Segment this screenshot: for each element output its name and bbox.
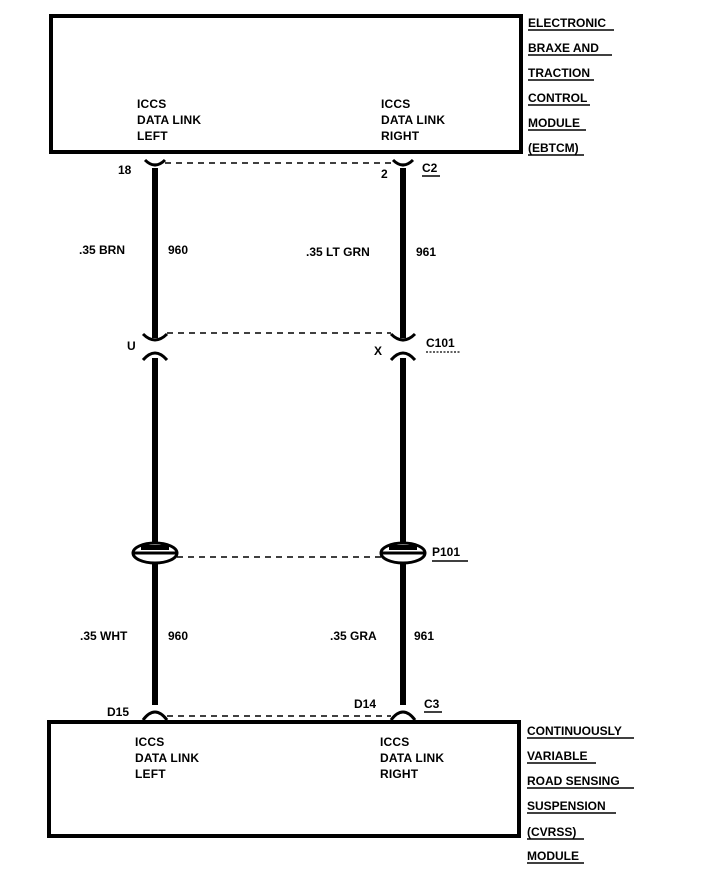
cvrss-name-line: SUSPENSION — [527, 799, 606, 813]
pin-label-line: RIGHT — [380, 767, 419, 781]
ebtcm-right-pin-label: ICCS DATA LINK RIGHT — [381, 97, 445, 143]
cvrss-right-terminal: D14 — [354, 697, 376, 711]
pin-label-line: ICCS — [135, 735, 164, 749]
c101-left-terminal: U — [127, 339, 136, 353]
cvrss-connector-id: C3 — [424, 697, 440, 711]
cvrss-name-line: CONTINUOUSLY — [527, 724, 622, 738]
wire-lower-left-gauge-color: .35 WHT — [80, 629, 128, 643]
ebtcm-name-line: (EBTCM) — [528, 141, 579, 155]
wire-upper-right-gauge-color: .35 LT GRN — [306, 245, 370, 259]
cvrss-left-pin-label: ICCS DATA LINK LEFT — [135, 735, 199, 781]
wire-upper-right-circuit: 961 — [416, 245, 436, 259]
inline-connector-c101 — [141, 332, 417, 362]
wire-upper-left-gauge-color: .35 BRN — [79, 243, 125, 257]
ebtcm-left-pin-label: ICCS DATA LINK LEFT — [137, 97, 201, 143]
ebtcm-right-terminal: 2 — [381, 167, 388, 181]
ebtcm-connector-id: C2 — [422, 161, 438, 175]
wire-lower-left-circuit: 960 — [168, 629, 188, 643]
splice-pack-p101 — [131, 541, 427, 565]
wire-upper-left-circuit: 960 — [168, 243, 188, 257]
cvrss-module-box — [47, 720, 521, 838]
wire-lower-right-circuit: 961 — [414, 629, 434, 643]
pin-label-line: LEFT — [137, 129, 168, 143]
ebtcm-left-terminal: 18 — [118, 163, 132, 177]
pin-label-line: DATA LINK — [135, 751, 199, 765]
pin-label-line: ICCS — [380, 735, 409, 749]
pin-label-line: DATA LINK — [381, 113, 445, 127]
ebtcm-name-line: ELECTRONIC — [528, 16, 606, 30]
c101-right-terminal: X — [374, 344, 382, 358]
cvrss-right-pin-label: ICCS DATA LINK RIGHT — [380, 735, 444, 781]
ebtcm-name-line: TRACTION — [528, 66, 590, 80]
wire-lower-right-gauge-color: .35 GRA — [330, 629, 377, 643]
ebtcm-name-line: MODULE — [528, 116, 580, 130]
ebtcm-module-name: ELECTRONIC BRAXE AND TRACTION CONTROL MO… — [528, 16, 614, 156]
pin-label-line: DATA LINK — [137, 113, 201, 127]
cvrss-connector-terminals — [141, 710, 417, 721]
pin-label-line: ICCS — [137, 97, 166, 111]
pin-label-line: ICCS — [381, 97, 410, 111]
cvrss-name-line: ROAD SENSING — [527, 774, 620, 788]
cvrss-name-line: MODULE — [527, 849, 579, 863]
pin-label-line: DATA LINK — [380, 751, 444, 765]
pin-label-line: RIGHT — [381, 129, 420, 143]
cvrss-left-terminal: D15 — [107, 705, 129, 719]
ebtcm-module-box — [49, 14, 523, 154]
cvrss-name-line: (CVRSS) — [527, 825, 576, 839]
p101-splice-id: P101 — [432, 545, 460, 559]
cvrss-module-name: CONTINUOUSLY VARIABLE ROAD SENSING SUSPE… — [527, 724, 634, 864]
cvrss-name-line: VARIABLE — [527, 749, 587, 763]
ebtcm-name-line: CONTROL — [528, 91, 587, 105]
c101-connector-id: C101 — [426, 336, 455, 350]
pin-label-line: LEFT — [135, 767, 166, 781]
ebtcm-connector-terminals — [143, 158, 415, 167]
ebtcm-name-line: BRAXE AND — [528, 41, 599, 55]
